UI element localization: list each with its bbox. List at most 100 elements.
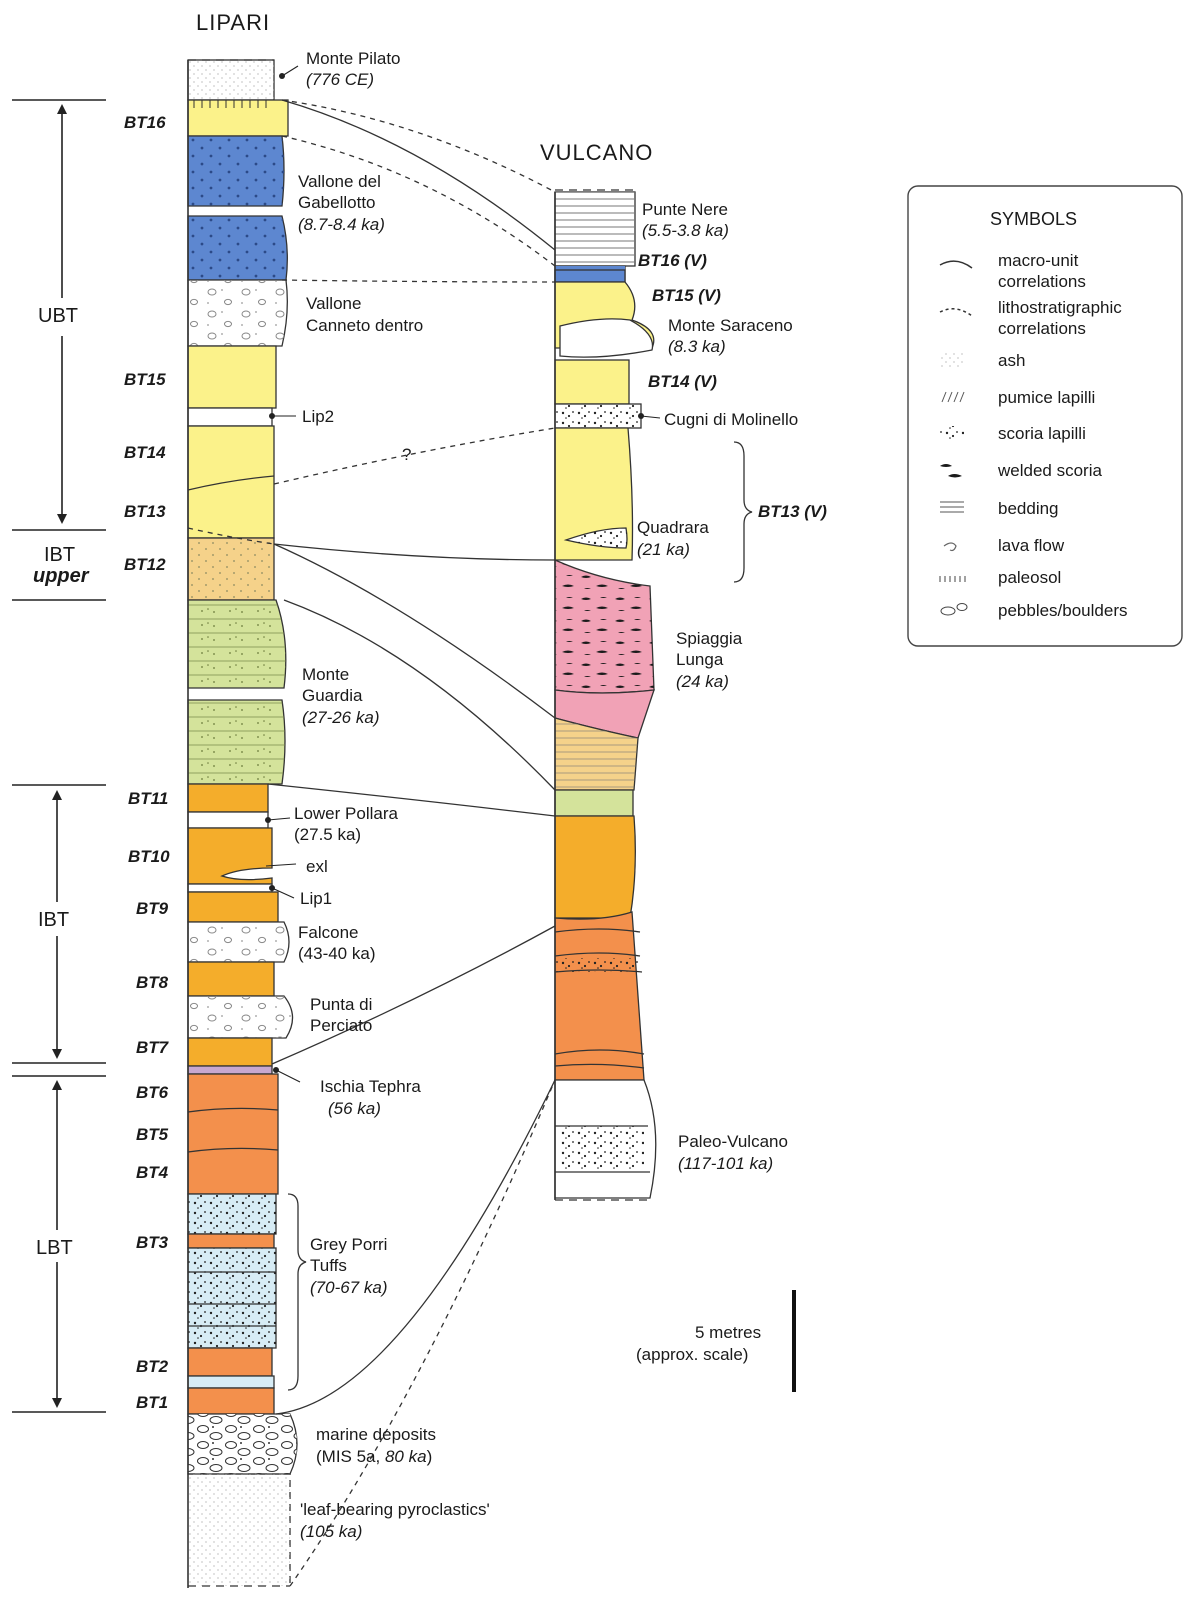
bt9-label: BT9 — [136, 899, 169, 918]
legend-lava: lava flow — [998, 536, 1065, 555]
falcone-label: Falcone — [298, 923, 358, 942]
lipari-unit-labels: Monte Pilato (776 CE) Vallone del Gabell… — [294, 49, 490, 1541]
bt15-label: BT15 — [124, 370, 166, 389]
leaf-label: 'leaf-bearing pyroclastics' — [300, 1500, 490, 1519]
lipari-lower-pollara-layer — [187, 811, 269, 829]
bt11-label: BT11 — [128, 789, 168, 808]
lbt-label: LBT — [36, 1237, 73, 1259]
bt14-label: BT14 — [124, 443, 166, 462]
marine-age-value: 80 ka — [385, 1447, 427, 1466]
paleosol-icon — [939, 576, 966, 582]
legend-box — [907, 185, 1183, 647]
lipari-bt9-layer — [187, 891, 279, 923]
marine-age-suffix: ) — [427, 1447, 433, 1466]
ischia-label: Ischia Tephra — [320, 1077, 421, 1096]
scale-bar: 5 metres (approx. scale) — [636, 1290, 796, 1392]
leader-lines — [265, 65, 661, 1083]
bt6-label: BT6 — [136, 1083, 169, 1102]
correlation-lines — [187, 99, 556, 1587]
guardia-label-2: Guardia — [302, 686, 363, 705]
porri-age: (70-67 ka) — [310, 1278, 387, 1297]
lipari-bt2-layer — [187, 1347, 273, 1377]
saraceno-age: (8.3 ka) — [668, 337, 726, 356]
bt7-label: BT7 — [136, 1038, 170, 1057]
exl-label: exl — [306, 857, 328, 876]
lipari-lip1-layer — [187, 883, 273, 893]
ibt-upper-label: IBT — [44, 544, 75, 566]
lipari-title: LIPARI — [196, 10, 270, 35]
legend-title: SYMBOLS — [990, 209, 1077, 229]
bt13v-brace — [733, 441, 753, 583]
lipari-lip2-layer — [187, 407, 273, 427]
canneto-label-2: Canneto dentro — [306, 316, 423, 335]
guardia-age: (27-26 ka) — [302, 708, 379, 727]
lipari-bt11-layer — [187, 783, 269, 813]
vulcano-title: VULCANO — [540, 140, 653, 165]
vulcano-saraceno-layer — [559, 318, 654, 358]
ibt-label: IBT — [38, 909, 69, 931]
pollara-age: (27.5 ka) — [294, 825, 361, 844]
legend-macro-1: macro-unit — [998, 251, 1079, 270]
gabellotto-age: (8.7-8.4 ka) — [298, 215, 385, 234]
lipari-leaf-layer — [188, 1474, 290, 1586]
lipari-bt7-layer — [187, 1037, 273, 1067]
bt16v-label: BT16 (V) — [638, 251, 707, 270]
spiaggia-age: (24 ka) — [676, 672, 729, 691]
porri-label-2: Tuffs — [310, 1256, 347, 1275]
legend-pumice: pumice lapilli — [998, 388, 1095, 407]
paleo-vulcano-label: Paleo-Vulcano — [678, 1132, 788, 1151]
bt3-label: BT3 — [136, 1233, 169, 1252]
lip2-label: Lip2 — [302, 407, 334, 426]
scale-label-1: 5 metres — [695, 1323, 761, 1342]
monte-pilato-age: (776 CE) — [306, 70, 374, 89]
lava-flow-icon — [943, 542, 957, 552]
lipari-bt3-layer — [187, 1233, 275, 1249]
spiaggia-label-1: Spiaggia — [676, 629, 743, 648]
ash-icon — [940, 352, 964, 368]
scale-label-2: (approx. scale) — [636, 1345, 748, 1364]
legend-macro-2: correlations — [998, 272, 1086, 291]
macro-unit-line-icon — [939, 260, 973, 269]
legend-scoria: scoria lapilli — [998, 424, 1086, 443]
perciato-label-2: Perciato — [310, 1016, 372, 1035]
quadrara-label: Quadrara — [637, 518, 709, 537]
falcone-age: (43-40 ka) — [298, 944, 375, 963]
bt10-label: BT10 — [128, 847, 170, 866]
lipari-column — [187, 59, 298, 1588]
vulcano-green-layer — [554, 789, 634, 817]
quadrara-age: (21 ka) — [637, 540, 690, 559]
lipari-bt8-layer — [187, 961, 275, 997]
marine-age: (MIS 5a, 80 ka) — [316, 1447, 432, 1466]
ibt-upper-sublabel: upper — [33, 565, 90, 587]
lipari-porri-3 — [187, 1375, 275, 1389]
marine-label: marine deposits — [316, 1425, 436, 1444]
pebbles-icon — [940, 603, 968, 616]
pumice-icon — [941, 391, 965, 403]
guardia-label-1: Monte — [302, 665, 349, 684]
macro-unit-brackets — [12, 99, 106, 1413]
monte-pilato-label: Monte Pilato — [306, 49, 401, 68]
vulcano-bt14v-layer — [554, 359, 630, 405]
lipari-bt1-layer — [187, 1387, 275, 1415]
porri-label-1: Grey Porri — [310, 1235, 387, 1254]
litho-dashed-line-icon — [939, 308, 973, 317]
vulcano-unit-labels: Punte Nere (5.5-3.8 ka) BT16 (V) BT15 (V… — [637, 200, 827, 1173]
lip1-label: Lip1 — [300, 889, 332, 908]
lipari-bt6-bt4-layer — [187, 1073, 279, 1195]
porri-brace — [287, 1193, 307, 1391]
lipari-ischia-layer — [187, 1065, 273, 1075]
bt-labels: BT16 BT15 BT14 BT13 BT12 BT11 BT10 BT9 B… — [124, 113, 170, 1412]
bt8-label: BT8 — [136, 973, 169, 992]
bt1-label: BT1 — [136, 1393, 168, 1412]
punte-nere-label: Punte Nere — [642, 200, 728, 219]
macro-unit-arrowheads — [52, 104, 67, 1408]
vulcano-orange-red-layer — [554, 911, 645, 1081]
legend-litho-2: correlations — [998, 319, 1086, 338]
gabellotto-label-2: Gabellotto — [298, 193, 376, 212]
bt14v-label: BT14 (V) — [648, 372, 717, 391]
vulcano-blue-layer — [554, 269, 626, 283]
lipari-bt16-layer — [187, 99, 289, 137]
legend-ash: ash — [998, 351, 1025, 370]
vulcano-column — [554, 189, 657, 1201]
